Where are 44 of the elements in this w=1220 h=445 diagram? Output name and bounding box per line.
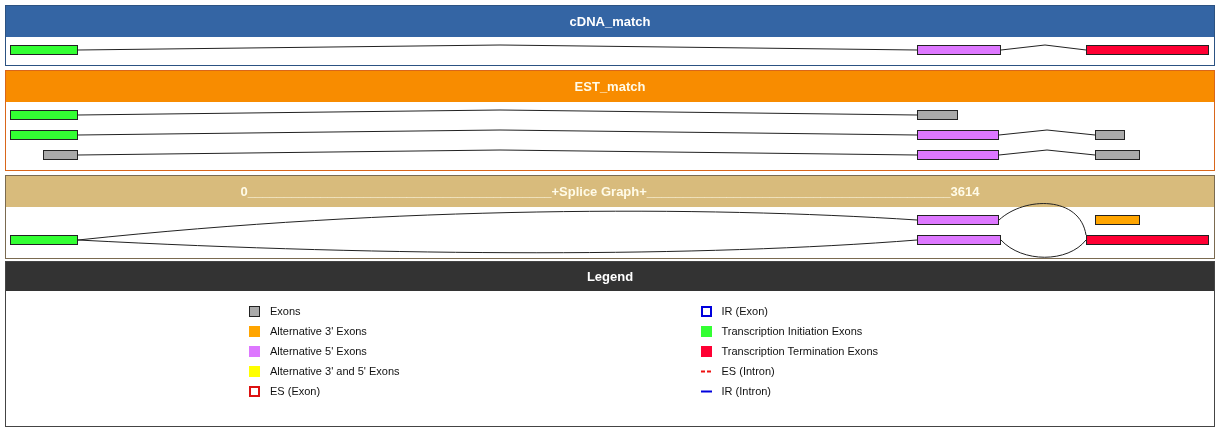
legend-label: ES (Intron) xyxy=(721,364,775,380)
legend-label: Transcription Termination Exons xyxy=(721,344,879,360)
panel-title: cDNA_match xyxy=(569,12,651,31)
exon-box xyxy=(1095,130,1125,140)
exon-box xyxy=(917,215,999,225)
legend-label: IR (Exon) xyxy=(721,304,768,320)
intron-line xyxy=(1000,44,1087,51)
track-panel xyxy=(5,261,1215,427)
legend-label: Alternative 5' Exons xyxy=(270,344,367,360)
intron-line xyxy=(77,239,918,254)
exon-box xyxy=(43,150,78,160)
exon-box xyxy=(1086,235,1209,245)
exon-box xyxy=(1095,150,1140,160)
intron-line xyxy=(998,203,1087,236)
exon-box xyxy=(917,235,1001,245)
intron-line xyxy=(77,129,918,136)
intron-line xyxy=(77,109,918,116)
intron-line xyxy=(998,149,1096,156)
exon-box xyxy=(1095,215,1140,225)
track-panel xyxy=(5,70,1215,171)
intron-line xyxy=(998,129,1096,136)
exon-box xyxy=(917,45,1001,55)
exon-box xyxy=(10,45,78,55)
intron-line xyxy=(77,44,918,51)
intron-line xyxy=(1000,239,1087,258)
track-panel xyxy=(5,175,1215,259)
exon-box xyxy=(10,110,78,120)
exon-box xyxy=(917,130,999,140)
exon-box xyxy=(917,150,999,160)
legend-label: ES (Exon) xyxy=(270,384,321,400)
panel-title: Legend xyxy=(586,267,634,286)
exon-box xyxy=(1086,45,1209,55)
exon-box xyxy=(10,130,78,140)
exon-box xyxy=(10,235,78,245)
legend-label: IR (Intron) xyxy=(721,384,772,400)
legend-label: Transcription Initiation Exons xyxy=(721,324,863,340)
track-panel xyxy=(5,5,1215,66)
intron-line xyxy=(77,149,918,156)
legend-label: Alternative 3' Exons xyxy=(270,324,367,340)
panel-title: 0__________________________________________+Splice Graph+__________________________________________3614 xyxy=(240,182,980,201)
legend-label: Exons xyxy=(270,304,301,320)
panel-title: EST_match xyxy=(574,77,646,96)
legend-label: Alternative 3' and 5' Exons xyxy=(270,364,400,380)
exon-box xyxy=(917,110,958,120)
